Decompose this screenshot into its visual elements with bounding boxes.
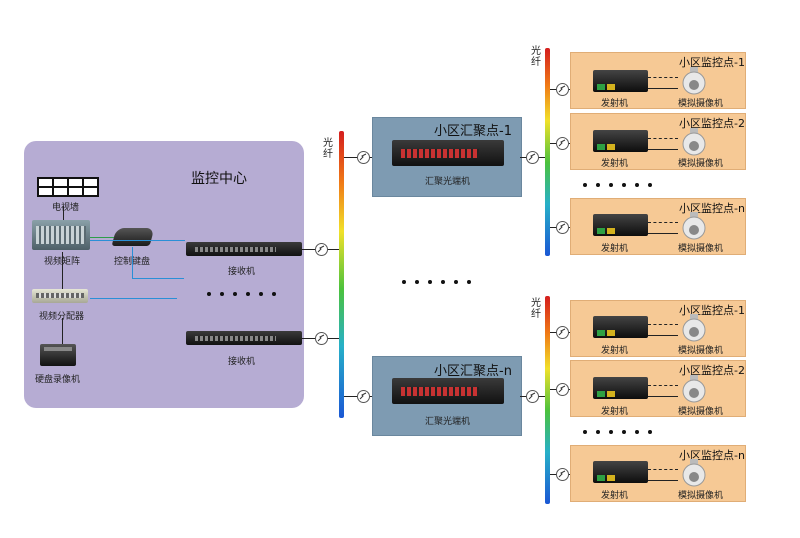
connector-icon <box>315 243 328 256</box>
signal-dash-line <box>648 324 678 325</box>
connector-icon <box>556 221 569 234</box>
camera-label: 模拟摄像机 <box>678 244 724 254</box>
connector-icon <box>357 390 370 403</box>
hub-title-1: 小区汇聚点-1 <box>434 124 512 139</box>
fiber-label-main: 光纤 <box>323 138 333 160</box>
transmitter-label: 发射机 <box>601 244 629 254</box>
transmitter-label: 发射机 <box>601 407 629 417</box>
signal-line <box>648 88 678 89</box>
dome-camera-icon <box>682 459 706 487</box>
hub-device-label-1: 汇聚光端机 <box>425 177 471 187</box>
signal-line <box>648 335 678 336</box>
dome-camera-icon <box>682 67 706 95</box>
signal-dash-line <box>648 222 678 223</box>
lower-fiber-branch <box>545 296 550 504</box>
control-keyboard-icon <box>111 228 155 246</box>
connector-icon <box>357 151 370 164</box>
signal-dash-line <box>648 138 678 139</box>
signal-dash-line <box>648 385 678 386</box>
connector-icon <box>556 326 569 339</box>
receiver-arrow-line <box>132 278 184 279</box>
connector-icon <box>315 332 328 345</box>
dome-camera-icon <box>682 128 706 156</box>
transmitter-icon <box>593 70 648 92</box>
signal-line <box>648 233 678 234</box>
signal-line <box>648 396 678 397</box>
signal-line <box>648 480 678 481</box>
receiver-label-1: 接收机 <box>228 267 256 277</box>
video-splitter-label: 视频分配器 <box>39 312 85 322</box>
fiber-label-upper: 光纤 <box>531 46 541 68</box>
transmitter-icon <box>593 130 648 152</box>
camera-label: 模拟摄像机 <box>678 491 724 501</box>
receiver-rack-2 <box>186 331 302 345</box>
site-ellipsis-lower <box>583 430 652 434</box>
connector-icon <box>526 390 539 403</box>
splitter-to-matrix-line <box>62 252 63 289</box>
transmitter-icon <box>593 316 648 338</box>
hub-device-icon-1 <box>392 140 504 166</box>
transmitter-icon <box>593 461 648 483</box>
center-ellipsis <box>207 292 276 296</box>
site-title-lower-2: 小区监控点-2 <box>679 364 745 377</box>
signal-dash-line <box>648 77 678 78</box>
keyboard-to-matrix-line <box>90 237 114 238</box>
monitoring-center-title: 监控中心 <box>191 171 247 187</box>
camera-label: 模拟摄像机 <box>678 159 724 169</box>
transmitter-icon <box>593 377 648 399</box>
signal-line <box>648 149 678 150</box>
camera-label: 模拟摄像机 <box>678 407 724 417</box>
site-panel-lower-n <box>570 445 746 502</box>
dome-camera-icon <box>682 375 706 403</box>
connector-icon <box>556 383 569 396</box>
fiber-label-lower: 光纤 <box>531 298 541 320</box>
matrix-to-tv-line <box>63 206 64 220</box>
tv-wall-label: 电视墙 <box>52 203 80 213</box>
upper-fiber-branch <box>545 48 550 256</box>
matrix-to-receiver-line <box>90 240 185 241</box>
splitter-to-dvr-line <box>62 318 63 344</box>
connector-icon <box>556 468 569 481</box>
site-ellipsis-upper <box>583 183 652 187</box>
hub-ellipsis <box>402 280 471 284</box>
tv-wall-icon <box>37 177 99 197</box>
signal-dash-line <box>648 469 678 470</box>
dvr-label: 硬盘录像机 <box>35 375 81 385</box>
transmitter-icon <box>593 214 648 236</box>
site-title-lower-1: 小区监控点-1 <box>679 304 745 317</box>
receiver-vertical-line <box>132 247 133 279</box>
site-title-upper-n: 小区监控点-n <box>679 202 745 215</box>
hub-device-icon-n <box>392 378 504 404</box>
connector-icon <box>556 137 569 150</box>
transmitter-label: 发射机 <box>601 491 629 501</box>
transmitter-label: 发射机 <box>601 99 629 109</box>
receiver-rack-1 <box>186 242 302 256</box>
camera-label: 模拟摄像机 <box>678 99 724 109</box>
transmitter-label: 发射机 <box>601 346 629 356</box>
hub-title-n: 小区汇聚点-n <box>434 364 512 379</box>
main-fiber-trunk <box>339 131 344 418</box>
dome-camera-icon <box>682 314 706 342</box>
transmitter-label: 发射机 <box>601 159 629 169</box>
hub-device-label-n: 汇聚光端机 <box>425 417 471 427</box>
connector-icon <box>526 151 539 164</box>
camera-label: 模拟摄像机 <box>678 346 724 356</box>
video-matrix-icon <box>32 220 90 250</box>
video-splitter-icon <box>32 289 88 303</box>
connector-icon <box>556 83 569 96</box>
splitter-to-receiver-line <box>90 298 177 299</box>
site-title-upper-1: 小区监控点-1 <box>679 56 745 69</box>
site-title-upper-2: 小区监控点-2 <box>679 117 745 130</box>
dvr-icon <box>40 344 76 366</box>
site-title-lower-n: 小区监控点-n <box>679 449 745 462</box>
receiver-label-2: 接收机 <box>228 357 256 367</box>
dome-camera-icon <box>682 212 706 240</box>
